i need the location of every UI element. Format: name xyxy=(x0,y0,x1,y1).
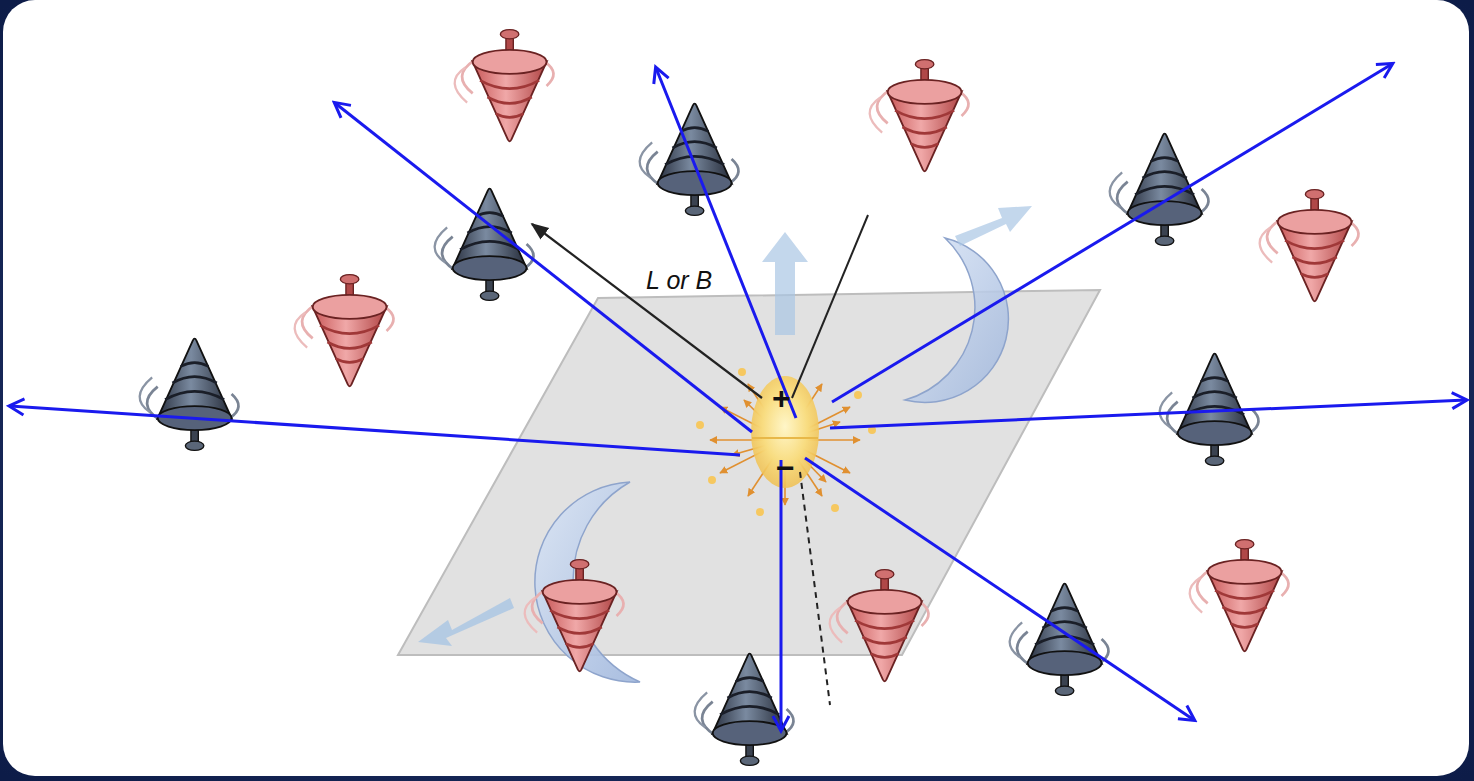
sparkle xyxy=(831,504,839,512)
sparkle xyxy=(696,421,704,429)
sparkle xyxy=(738,368,746,376)
dark-top xyxy=(1110,134,1209,246)
fireball-rim xyxy=(752,437,818,439)
sparkle xyxy=(854,391,862,399)
red-top xyxy=(295,275,394,387)
charge-sign: − xyxy=(776,452,795,484)
particle-arrow xyxy=(832,64,1392,402)
dark-top xyxy=(435,189,534,301)
blue-arrows xyxy=(10,64,1466,730)
dark-top xyxy=(1010,584,1109,696)
dark-top xyxy=(640,104,739,216)
nucleus-crescent xyxy=(905,238,1008,402)
red-top xyxy=(870,60,969,172)
motion-arrow-band xyxy=(955,206,1032,246)
white-panel xyxy=(3,0,1469,776)
axis-line xyxy=(792,215,868,398)
spinning-tops xyxy=(140,30,1359,766)
red-top xyxy=(1190,540,1289,652)
axis-dashed-line xyxy=(800,472,830,705)
vector-label: L or B xyxy=(646,268,712,293)
particle-arrow xyxy=(780,460,783,730)
particle-arrow xyxy=(805,458,1194,720)
particle-arrow xyxy=(10,406,740,455)
motion-arrow-band xyxy=(418,598,514,646)
sparkle xyxy=(708,476,716,484)
red-top xyxy=(1260,190,1359,302)
red-top xyxy=(830,570,929,682)
particle-arrow xyxy=(656,68,796,418)
up-arrow-band xyxy=(762,232,808,335)
fireball xyxy=(751,376,819,488)
dark-top xyxy=(140,339,239,451)
charge-sign: + xyxy=(772,382,791,414)
dark-top xyxy=(695,654,794,766)
sparkle xyxy=(756,508,764,516)
red-top xyxy=(455,30,554,142)
red-top xyxy=(525,560,624,672)
particle-arrow xyxy=(830,400,1466,428)
